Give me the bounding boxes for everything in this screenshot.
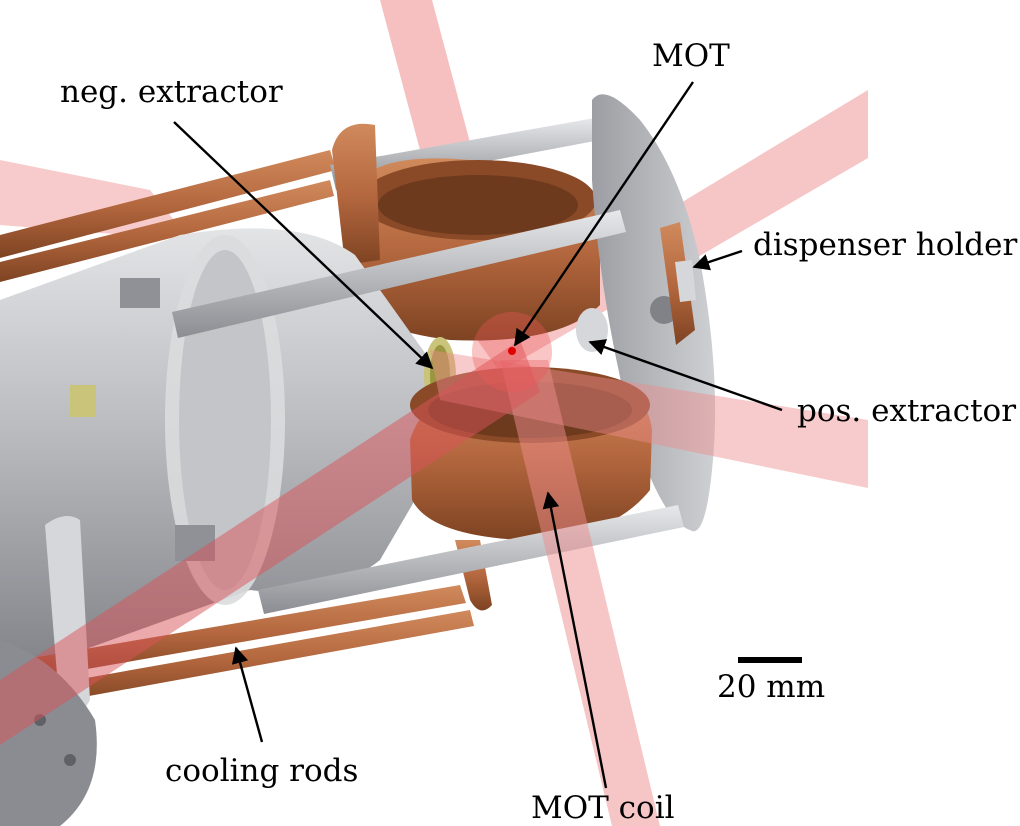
laser-beam-horizontal [430,350,868,488]
label-pos-extractor: pos. extractor [797,393,1017,429]
pos-extractor-part [576,308,608,352]
annotation-arrows [173,81,783,789]
arrow-pos-extractor [588,339,783,412]
cooling-rods-upper [0,150,336,282]
vacuum-cylinder [0,228,442,681]
label-mot-coil: MOT coil [531,790,675,826]
arrow-mot [514,81,694,347]
laser-beam-diagonal-long [0,340,540,745]
support-rod-middle [172,210,626,338]
label-cooling-rods: cooling rods [165,753,359,789]
mot-point [508,347,516,355]
arrow-mot-coil [542,491,608,789]
label-mot: MOT [652,38,730,74]
label-neg-extractor: neg. extractor [60,74,283,110]
arrow-dispenser-holder [692,249,743,271]
arrow-neg-extractor [173,121,434,370]
label-scale-bar: 20 mm [717,669,826,705]
laser-beam-vertical-lower [500,360,660,826]
dispenser-holder-part [660,222,696,345]
label-dispenser-holder: dispenser holder [753,227,1018,263]
scale-bar [738,657,802,663]
arrow-cooling-rods [231,646,264,743]
